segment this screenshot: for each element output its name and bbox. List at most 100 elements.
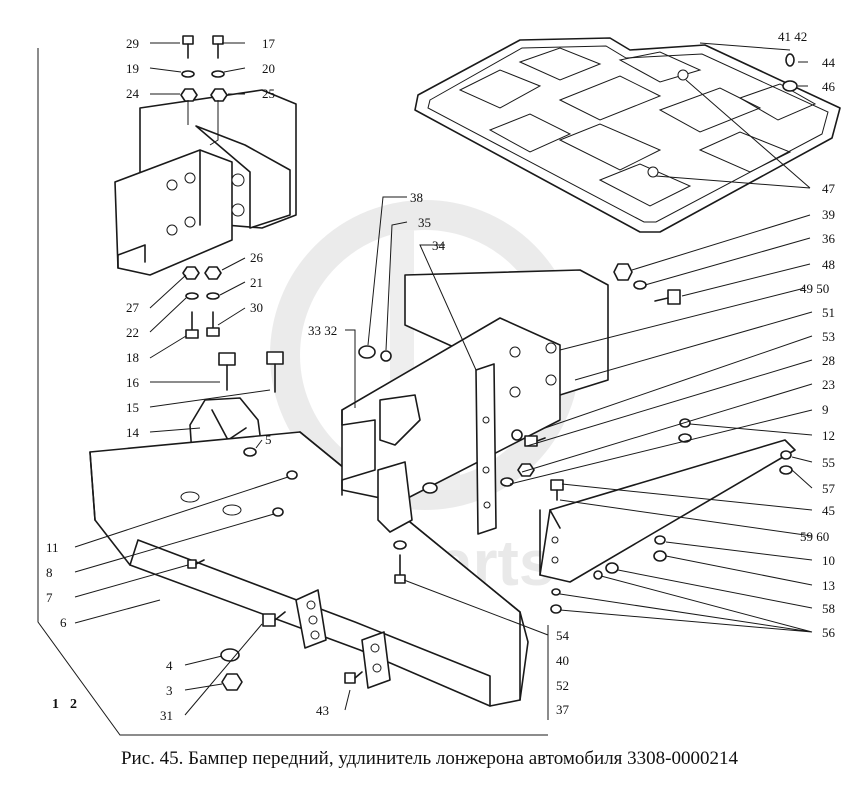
callout-29: 29 [126,36,139,51]
nut-3 [221,673,243,691]
nut-56 [550,604,562,614]
nut-13 [653,550,667,562]
bolt-43 [344,671,363,684]
floor-plate [414,37,841,233]
callout-44: 44 [822,55,836,70]
nut-33 [358,345,376,359]
nut-bracket [422,482,438,494]
spar-bracket-upper [114,89,297,276]
callout-25: 25 [262,86,275,101]
callout-10: 10 [822,553,835,568]
callout-53: 53 [822,329,835,344]
callout-17: 17 [262,36,276,51]
nut-57 [779,465,793,475]
sheet-mark-2: 2 [70,697,77,712]
callout-24: 24 [126,86,140,101]
washer-55 [780,450,792,460]
callout-21: 21 [250,275,263,290]
figure-caption: Рис. 45. Бампер передний, удлинитель лон… [120,748,739,769]
callout-19: 19 [126,61,139,76]
nut-11 [286,470,298,480]
bumper [89,431,529,707]
washer-22 [185,292,199,300]
washer-36 [633,280,647,290]
callout-14: 14 [126,425,140,440]
callout-labels: 29 17 19 20 24 25 41 42 44 46 47 26 27 2… [46,29,836,723]
frame-border [37,48,548,736]
bolt-54 [394,554,406,584]
callout-45: 45 [822,503,835,518]
callout-35: 35 [418,215,431,230]
callout-27: 27 [126,300,140,315]
bolt-16 [218,352,236,391]
callout-41-42: 41 42 [778,29,807,44]
callout-56: 56 [822,625,836,640]
callout-47: 47 [822,181,836,196]
callout-9: 9 [822,402,829,417]
callout-20: 20 [262,61,275,76]
bolt-17 [212,35,224,59]
callout-55: 55 [822,455,835,470]
callout-13: 13 [822,578,835,593]
callout-54: 54 [556,628,570,643]
bolt-30 [206,311,220,337]
callout-49-50: 49 50 [800,281,829,296]
callout-6: 6 [60,615,67,630]
callout-51: 51 [822,305,835,320]
nut-27 [182,266,200,280]
bolt-45 [550,479,564,501]
callout-36: 36 [822,231,836,246]
callout-7: 7 [46,590,53,605]
washer-35 [380,350,392,362]
bolt-44 [785,53,795,67]
callout-52: 52 [556,678,569,693]
callout-11: 11 [46,540,59,555]
callout-39: 39 [822,207,835,222]
nut-26 [204,266,222,280]
bolt-15 [266,351,284,393]
washer-lower [393,540,407,550]
callout-48: 48 [822,257,835,272]
callout-5: 5 [265,432,272,447]
sheet-mark-1: 1 [52,697,59,712]
bolt-23 [524,435,546,447]
nut-9 [517,463,535,477]
washer-56 [551,588,561,596]
bolt-7 [187,559,205,569]
callout-3: 3 [166,683,173,698]
bolt-48 [654,289,681,305]
callout-30: 30 [250,300,263,315]
washer-5 [243,447,257,457]
callout-28: 28 [822,353,835,368]
callout-43: 43 [316,703,329,718]
fasteners [180,35,798,691]
washer-8 [272,507,284,517]
leader-lines [74,42,813,720]
bolt-31 [262,611,286,627]
callout-46: 46 [822,79,836,94]
washer-21 [206,292,220,300]
washer-4 [220,648,240,662]
washer-58b [593,570,603,580]
washer-46 [782,80,798,92]
callout-58: 58 [822,601,835,616]
spar-extension-main [341,269,609,535]
washer-10 [654,535,666,545]
washer-20 [211,70,225,78]
callout-31: 31 [160,708,173,723]
bolt-18 [185,311,199,339]
callout-15: 15 [126,400,139,415]
callout-40: 40 [556,653,569,668]
callout-26: 26 [250,250,264,265]
washer-53 [500,477,514,487]
callout-37: 37 [556,702,570,717]
washer-28 [511,429,523,441]
washer-19 [181,70,195,78]
nut-24 [180,88,198,102]
nut-25 [210,88,228,102]
callout-23: 23 [822,377,835,392]
callout-18: 18 [126,350,139,365]
callout-38: 38 [410,190,423,205]
